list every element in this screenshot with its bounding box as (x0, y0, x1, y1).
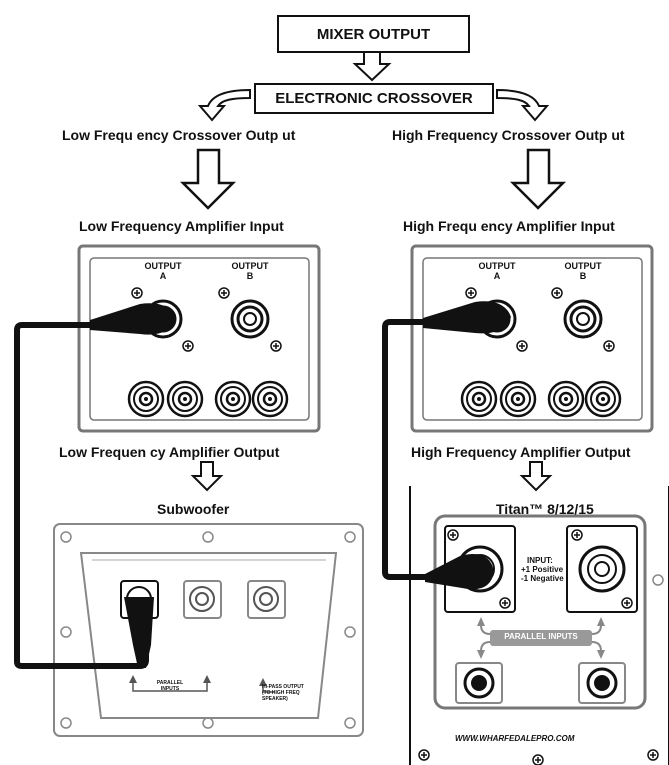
cable-low-plug-sub (124, 597, 154, 668)
curved-arrow-left (197, 88, 251, 122)
titan-panel (409, 486, 669, 765)
cable-high-freq (382, 319, 473, 580)
low-freq-amp-input-label: Low Frequency Amplifier Input (79, 218, 284, 234)
high-freq-crossover-output-label: High Frequency Crossover Outp ut (392, 127, 625, 143)
subwoofer-plate (53, 523, 364, 737)
mixer-output-box: MIXER OUTPUT (277, 15, 470, 53)
high-freq-amp-input-label: High Frequ ency Amplifier Input (403, 218, 615, 234)
sub-hipass-output (247, 580, 286, 619)
electronic-crossover-label: ELECTRONIC CROSSOVER (275, 90, 473, 107)
parallel-bracket (132, 680, 208, 692)
arrow-high-amp-to-titan (519, 461, 553, 492)
low-freq-amplifier-panel (77, 244, 321, 433)
cable-high-plug-titan (425, 554, 494, 590)
mixer-output-label: MIXER OUTPUT (316, 25, 431, 43)
high-freq-amplifier-panel (410, 244, 654, 433)
electronic-crossover-box: ELECTRONIC CROSSOVER (254, 83, 494, 114)
curved-arrow-right (496, 88, 550, 122)
subwoofer-title: Subwoofer (157, 501, 230, 517)
sub-parallel-inputs-label: PARALLEL INPUTS (156, 680, 184, 692)
arrow-low-crossover-to-amp (179, 148, 237, 210)
arrow-low-amp-to-subwoofer (190, 461, 224, 492)
cable-high-plug-amp (423, 301, 511, 334)
titan-parallel-inputs-label: PARALLEL INPUTS (504, 632, 578, 641)
arrow-mixer-to-crossover (352, 51, 392, 82)
high-freq-amp-output-label: High Frequency Amplifier Output (411, 444, 631, 460)
low-freq-crossover-output-label: Low Frequ ency Crossover Outp ut (62, 127, 296, 143)
sub-hipass-output-label: HI-PASS OUTPUT (TO HIGH FREQ SPEAKER) (262, 684, 304, 702)
arrow-high-crossover-to-amp (509, 148, 567, 210)
low-freq-amp-output-label: Low Frequen cy Amplifier Output (59, 444, 280, 460)
titan-website-label: WWW.WHARFEDALEPRO.COM (455, 734, 575, 743)
titan-title: Titan™ 8/12/15 (496, 501, 594, 517)
titan-input-label: INPUT: +1 Positive -1 Negative (521, 556, 564, 583)
cable-low-plug-amp (90, 303, 176, 335)
sub-input-2 (183, 580, 222, 619)
